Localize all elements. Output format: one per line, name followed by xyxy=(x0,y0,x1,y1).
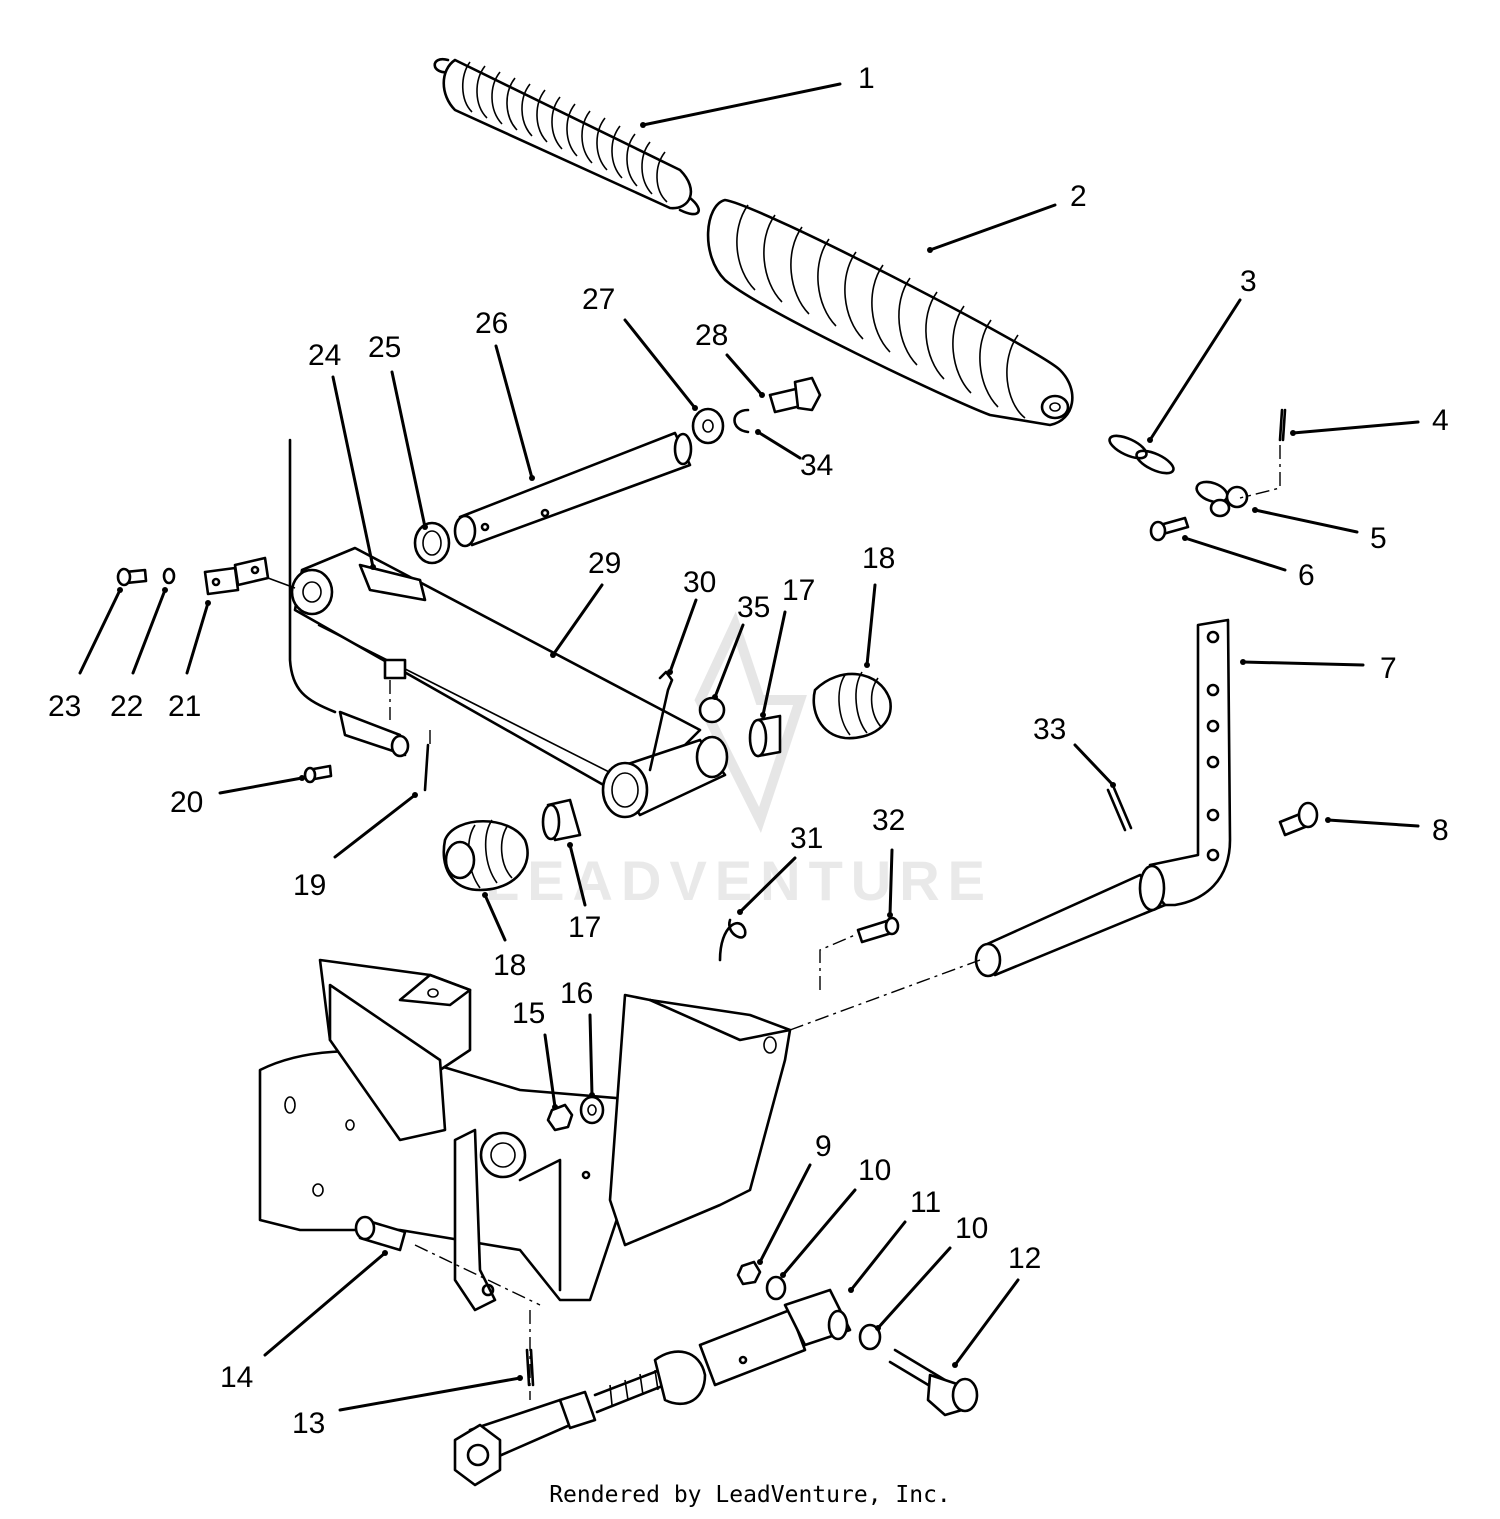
part-clevis-pin xyxy=(1149,516,1190,542)
part-bearing-upper xyxy=(748,714,782,758)
part-e-clip xyxy=(733,408,750,434)
callout-33: 33 xyxy=(1033,713,1066,746)
callout-23: 23 xyxy=(48,690,81,723)
part-lift-arm-tube xyxy=(290,546,729,819)
part-bolt-12 xyxy=(888,1348,979,1417)
part-grease-fitting xyxy=(648,670,674,772)
part-roll-pin xyxy=(1106,786,1133,832)
axis-line xyxy=(1239,445,1281,499)
credit-text: Rendered by LeadVenture, Inc. xyxy=(549,1482,951,1508)
watermark: LEADVENTURE xyxy=(485,611,993,912)
callout-20: 20 xyxy=(170,786,203,819)
callout-2: 2 xyxy=(1070,180,1087,213)
part-chain-link xyxy=(1108,434,1175,475)
callout-10a: 10 xyxy=(858,1154,891,1187)
part-washer-10b xyxy=(858,1323,882,1351)
part-bumper-upper xyxy=(812,671,892,740)
part-clevis-20 xyxy=(303,710,410,784)
callout-28: 28 xyxy=(695,319,728,352)
callout-32: 32 xyxy=(872,804,905,837)
part-hairpin-19 xyxy=(423,743,430,792)
callout-15: 15 xyxy=(512,997,545,1030)
callout-7: 7 xyxy=(1380,652,1397,685)
callout-8: 8 xyxy=(1432,814,1449,847)
part-nut-9 xyxy=(736,1260,762,1286)
callout-16: 16 xyxy=(560,977,593,1010)
part-lift-rod xyxy=(288,438,337,714)
callout-11: 11 xyxy=(910,1186,941,1219)
part-washer-16 xyxy=(579,1095,605,1125)
callout-14: 14 xyxy=(220,1361,253,1394)
callout-6: 6 xyxy=(1298,559,1315,592)
callout-19: 19 xyxy=(293,869,326,902)
part-clevis xyxy=(1195,480,1249,518)
part-washer-27 xyxy=(691,407,725,445)
callout-34: 34 xyxy=(800,449,833,482)
watermark-text: LEADVENTURE xyxy=(485,849,993,912)
callout-21: 21 xyxy=(168,690,201,723)
part-boot xyxy=(706,198,1074,427)
part-hairpin-31 xyxy=(718,918,747,962)
callouts: 1 2 3 4 5 6 7 8 9 10 11 10 xyxy=(48,62,1449,1440)
callout-5: 5 xyxy=(1370,522,1387,555)
part-frame xyxy=(258,958,792,1312)
part-lift-arm xyxy=(974,618,1232,978)
callout-9: 9 xyxy=(815,1130,832,1163)
callout-13: 13 xyxy=(292,1407,325,1440)
callout-3: 3 xyxy=(1240,265,1257,298)
callout-17a: 17 xyxy=(782,574,815,607)
part-pivot-shaft xyxy=(453,431,693,548)
part-bolt-28 xyxy=(768,376,822,414)
callout-35: 35 xyxy=(737,591,770,624)
part-nut-15 xyxy=(546,1103,574,1132)
callout-17b: 17 xyxy=(568,911,601,944)
callout-10b: 10 xyxy=(955,1212,988,1245)
callout-30: 30 xyxy=(683,566,716,599)
callout-25: 25 xyxy=(368,331,401,364)
part-clevis-pin-14 xyxy=(354,1215,407,1252)
part-spacer-35 xyxy=(698,696,726,724)
part-lockwasher-22 xyxy=(162,567,176,585)
part-cotter-pin-upper xyxy=(1278,408,1287,442)
part-cotter-13 xyxy=(525,1348,535,1387)
callout-26: 26 xyxy=(475,307,508,340)
callout-24: 24 xyxy=(308,339,341,372)
callout-12: 12 xyxy=(1008,1242,1041,1275)
callout-29: 29 xyxy=(588,547,621,580)
callout-4: 4 xyxy=(1432,404,1449,437)
callout-1: 1 xyxy=(858,62,875,95)
part-turnbuckle xyxy=(453,1288,852,1487)
callout-18b: 18 xyxy=(493,949,526,982)
part-pin-32 xyxy=(856,916,900,944)
callout-18a: 18 xyxy=(862,542,895,575)
part-washer-10a xyxy=(765,1275,787,1301)
callout-31: 31 xyxy=(790,822,823,855)
part-bearing-lower xyxy=(541,798,582,842)
part-bracket-21 xyxy=(203,556,270,596)
callout-27: 27 xyxy=(582,283,615,316)
part-bumper-lower xyxy=(442,819,529,892)
part-extension-spring xyxy=(433,57,700,216)
part-bolt-right xyxy=(1278,801,1319,837)
part-bushing xyxy=(413,521,451,565)
callout-22: 22 xyxy=(110,690,143,723)
part-screw-23 xyxy=(116,567,148,587)
